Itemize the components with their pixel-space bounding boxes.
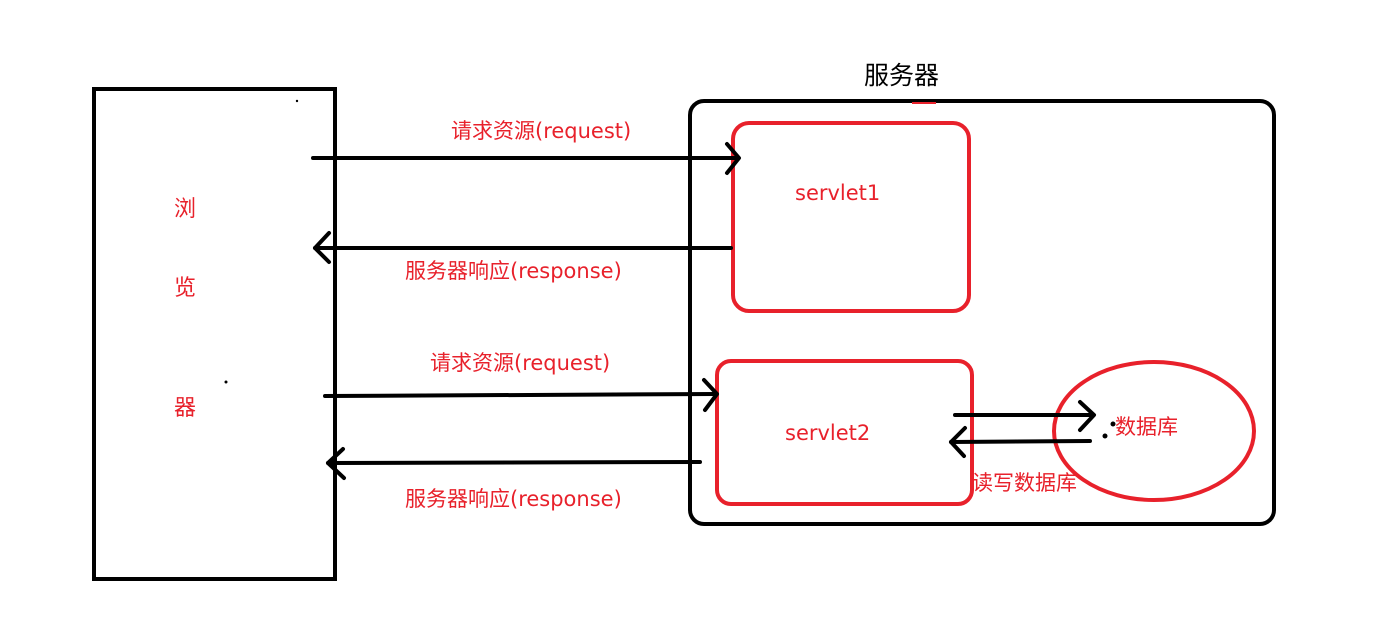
browser-box xyxy=(92,87,337,581)
server-title: 服务器 xyxy=(864,61,940,90)
db-dot xyxy=(1110,421,1116,427)
response-arrow-1 xyxy=(313,231,733,264)
browser-label-char-1: 浏 xyxy=(174,197,197,222)
db-write-arrow xyxy=(953,400,1096,432)
db-read-arrow xyxy=(949,426,1092,458)
request-label-2: 请求资源(request) xyxy=(430,351,611,375)
request-arrow-1 xyxy=(311,142,741,175)
servlet1-box xyxy=(731,121,971,313)
server-box xyxy=(688,99,1276,526)
db-read-write-label: 读写数据库 xyxy=(972,471,1077,495)
request-label-1: 请求资源(request) xyxy=(451,119,632,143)
browser-dot xyxy=(295,99,299,103)
request-arrow-2 xyxy=(323,378,719,412)
response-label-1: 服务器响应(response) xyxy=(405,259,622,283)
database-ellipse xyxy=(1052,360,1256,502)
servlet2-box xyxy=(715,359,974,506)
browser-dot xyxy=(224,380,228,384)
browser-label-char-3: 器 xyxy=(174,396,197,421)
servlet2-label: servlet2 xyxy=(785,421,871,445)
response-label-2: 服务器响应(response) xyxy=(405,487,622,511)
database-label: 数据库 xyxy=(1115,415,1178,439)
browser-label-char-2: 览 xyxy=(174,276,197,301)
db-dot xyxy=(1102,433,1108,439)
servlet1-label: servlet1 xyxy=(795,181,881,205)
response-arrow-2 xyxy=(326,447,702,480)
